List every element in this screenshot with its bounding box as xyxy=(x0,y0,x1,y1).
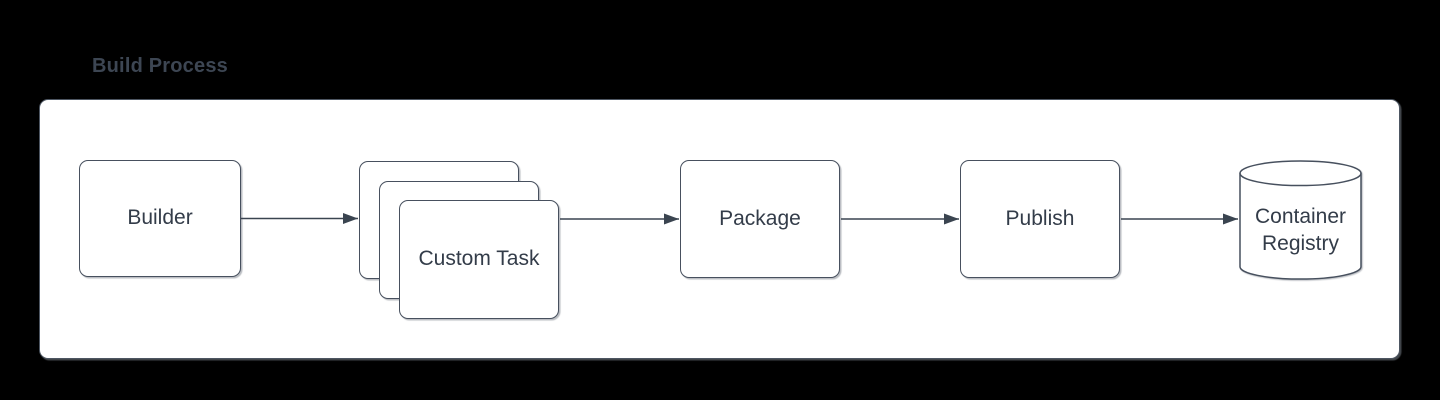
node-builder-label: Builder xyxy=(127,206,193,230)
node-publish-label: Publish xyxy=(1005,206,1075,230)
node-container-registry[interactable]: Container Registry xyxy=(1239,160,1362,280)
diagram-title: Build Process xyxy=(92,55,228,77)
node-container-registry-label: Container Registry xyxy=(1254,205,1347,255)
node-publish[interactable]: Publish xyxy=(960,160,1120,278)
cylinder-shape-icon xyxy=(1239,160,1362,280)
node-custom-task[interactable]: Custom Task xyxy=(399,200,559,319)
node-builder[interactable]: Builder xyxy=(79,160,241,277)
node-package[interactable]: Package xyxy=(680,160,840,278)
node-package-label: Package xyxy=(719,206,801,230)
node-custom-task-label: Custom Task xyxy=(418,247,540,271)
